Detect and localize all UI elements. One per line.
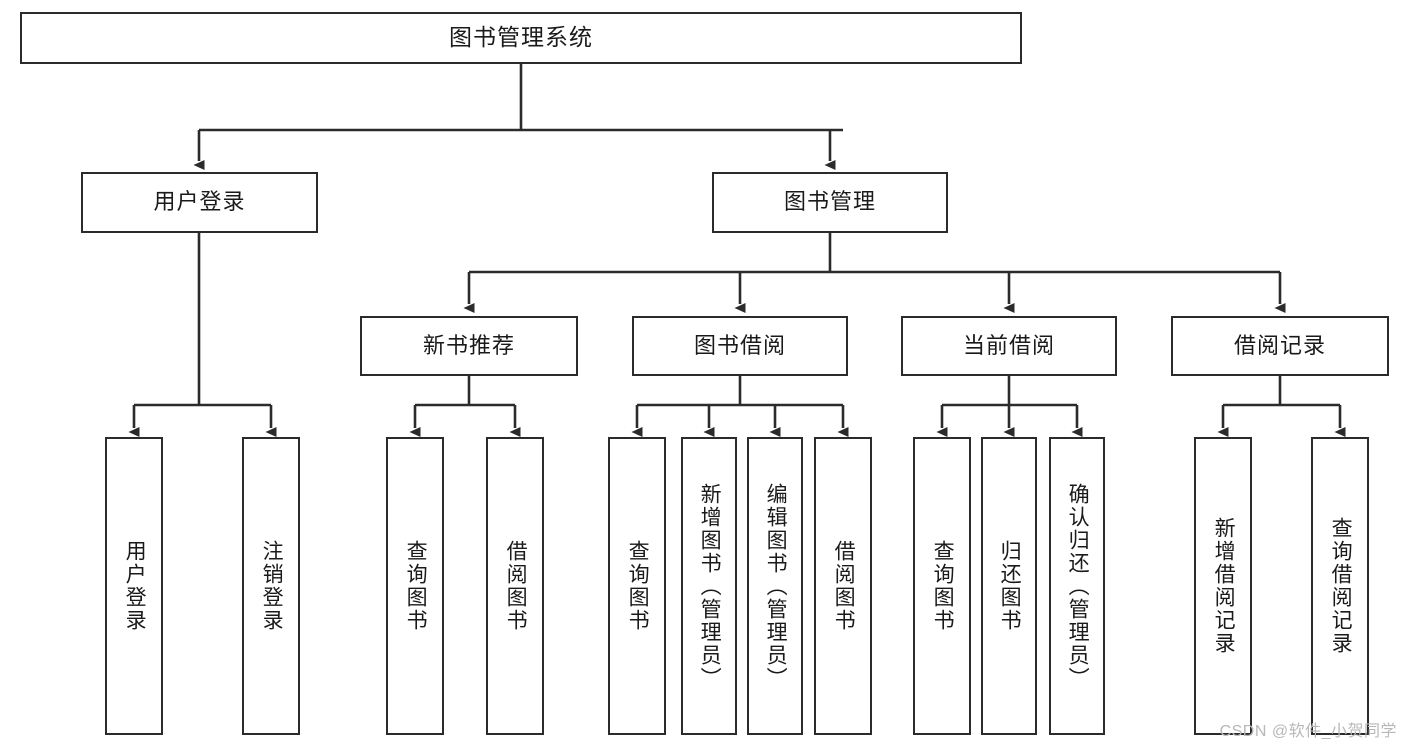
leaf-return-book[interactable]: 归还图书 [981,437,1037,735]
leaf-add-borrow-record[interactable]: 新增借阅记录 [1194,437,1252,735]
node-label: 注销登录 [260,540,284,632]
node-label: 编辑图书（管理员） [764,482,788,690]
node-label: 图书借阅 [693,332,786,358]
node-label: 查询图书 [626,540,650,632]
csdn-watermark: CSDN @软件_小贺同学 [1219,723,1397,740]
node-label: 用户登录 [153,189,246,215]
node-label: 确认归还（管理员） [1066,482,1090,690]
node-label: 查询图书 [931,540,955,632]
node-new-book-recommend[interactable]: 新书推荐 [360,316,578,376]
leaf-query-book-current[interactable]: 查询图书 [913,437,971,735]
node-label: 查询借阅记录 [1329,517,1353,655]
node-current-borrow[interactable]: 当前借阅 [901,316,1117,376]
node-label: 归还图书 [998,540,1022,632]
leaf-confirm-return-admin[interactable]: 确认归还（管理员） [1049,437,1105,735]
node-label: 新书推荐 [422,332,515,358]
node-label: 查询图书 [404,540,428,632]
leaf-query-book-borrow[interactable]: 查询图书 [608,437,666,735]
node-book-borrow[interactable]: 图书借阅 [632,316,848,376]
leaf-query-borrow-record[interactable]: 查询借阅记录 [1311,437,1369,735]
node-book-management[interactable]: 图书管理 [712,172,948,233]
node-label: 图书管理系统 [449,24,593,51]
node-label: 当前借阅 [962,332,1055,358]
node-label: 新增图书（管理员） [698,482,722,690]
node-label: 借阅记录 [1233,332,1326,358]
node-label: 图书管理 [783,189,876,215]
leaf-user-login[interactable]: 用户登录 [105,437,163,735]
leaf-query-book-recommend[interactable]: 查询图书 [386,437,444,735]
node-user-login[interactable]: 用户登录 [81,172,318,233]
leaf-borrow-book-recommend[interactable]: 借阅图书 [486,437,544,735]
node-root-system[interactable]: 图书管理系统 [20,12,1022,64]
node-label: 用户登录 [123,540,147,632]
leaf-borrow-book[interactable]: 借阅图书 [814,437,872,735]
node-label: 新增借阅记录 [1212,517,1236,655]
node-label: 借阅图书 [832,540,856,632]
node-label: 借阅图书 [504,540,528,632]
leaf-edit-book-admin[interactable]: 编辑图书（管理员） [747,437,803,735]
node-borrow-record[interactable]: 借阅记录 [1171,316,1389,376]
leaf-add-book-admin[interactable]: 新增图书（管理员） [681,437,737,735]
leaf-logout[interactable]: 注销登录 [242,437,300,735]
